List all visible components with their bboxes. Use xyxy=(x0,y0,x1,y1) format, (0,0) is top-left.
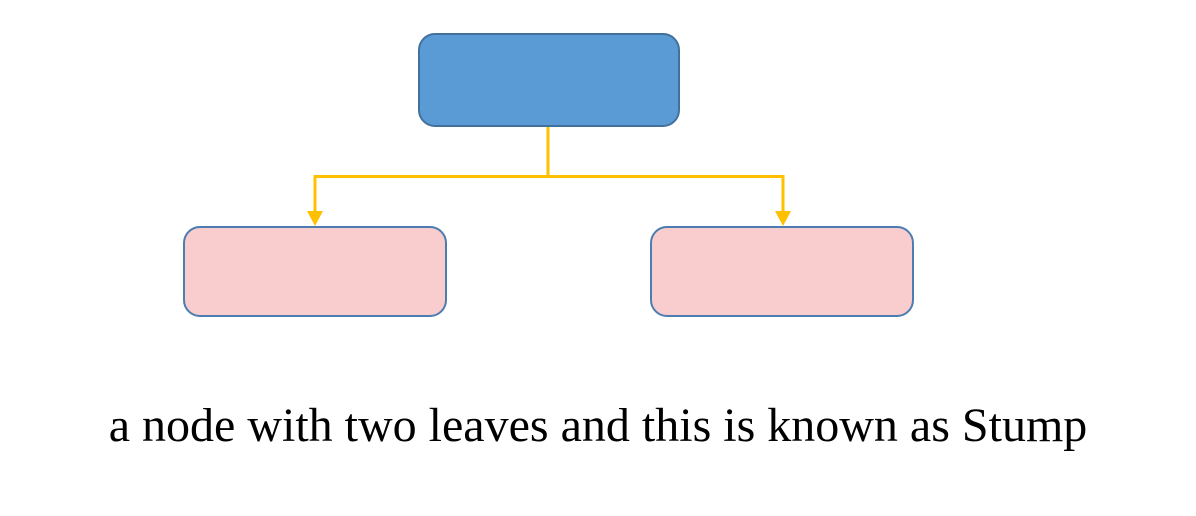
caption-text: a node with two leaves and this is known… xyxy=(108,399,1088,452)
leaf-node-left xyxy=(183,226,447,317)
leaf-node-right xyxy=(650,226,914,317)
arrowhead-left-icon xyxy=(307,211,323,226)
arrowhead-right-icon xyxy=(775,211,791,226)
root-node xyxy=(418,33,680,127)
